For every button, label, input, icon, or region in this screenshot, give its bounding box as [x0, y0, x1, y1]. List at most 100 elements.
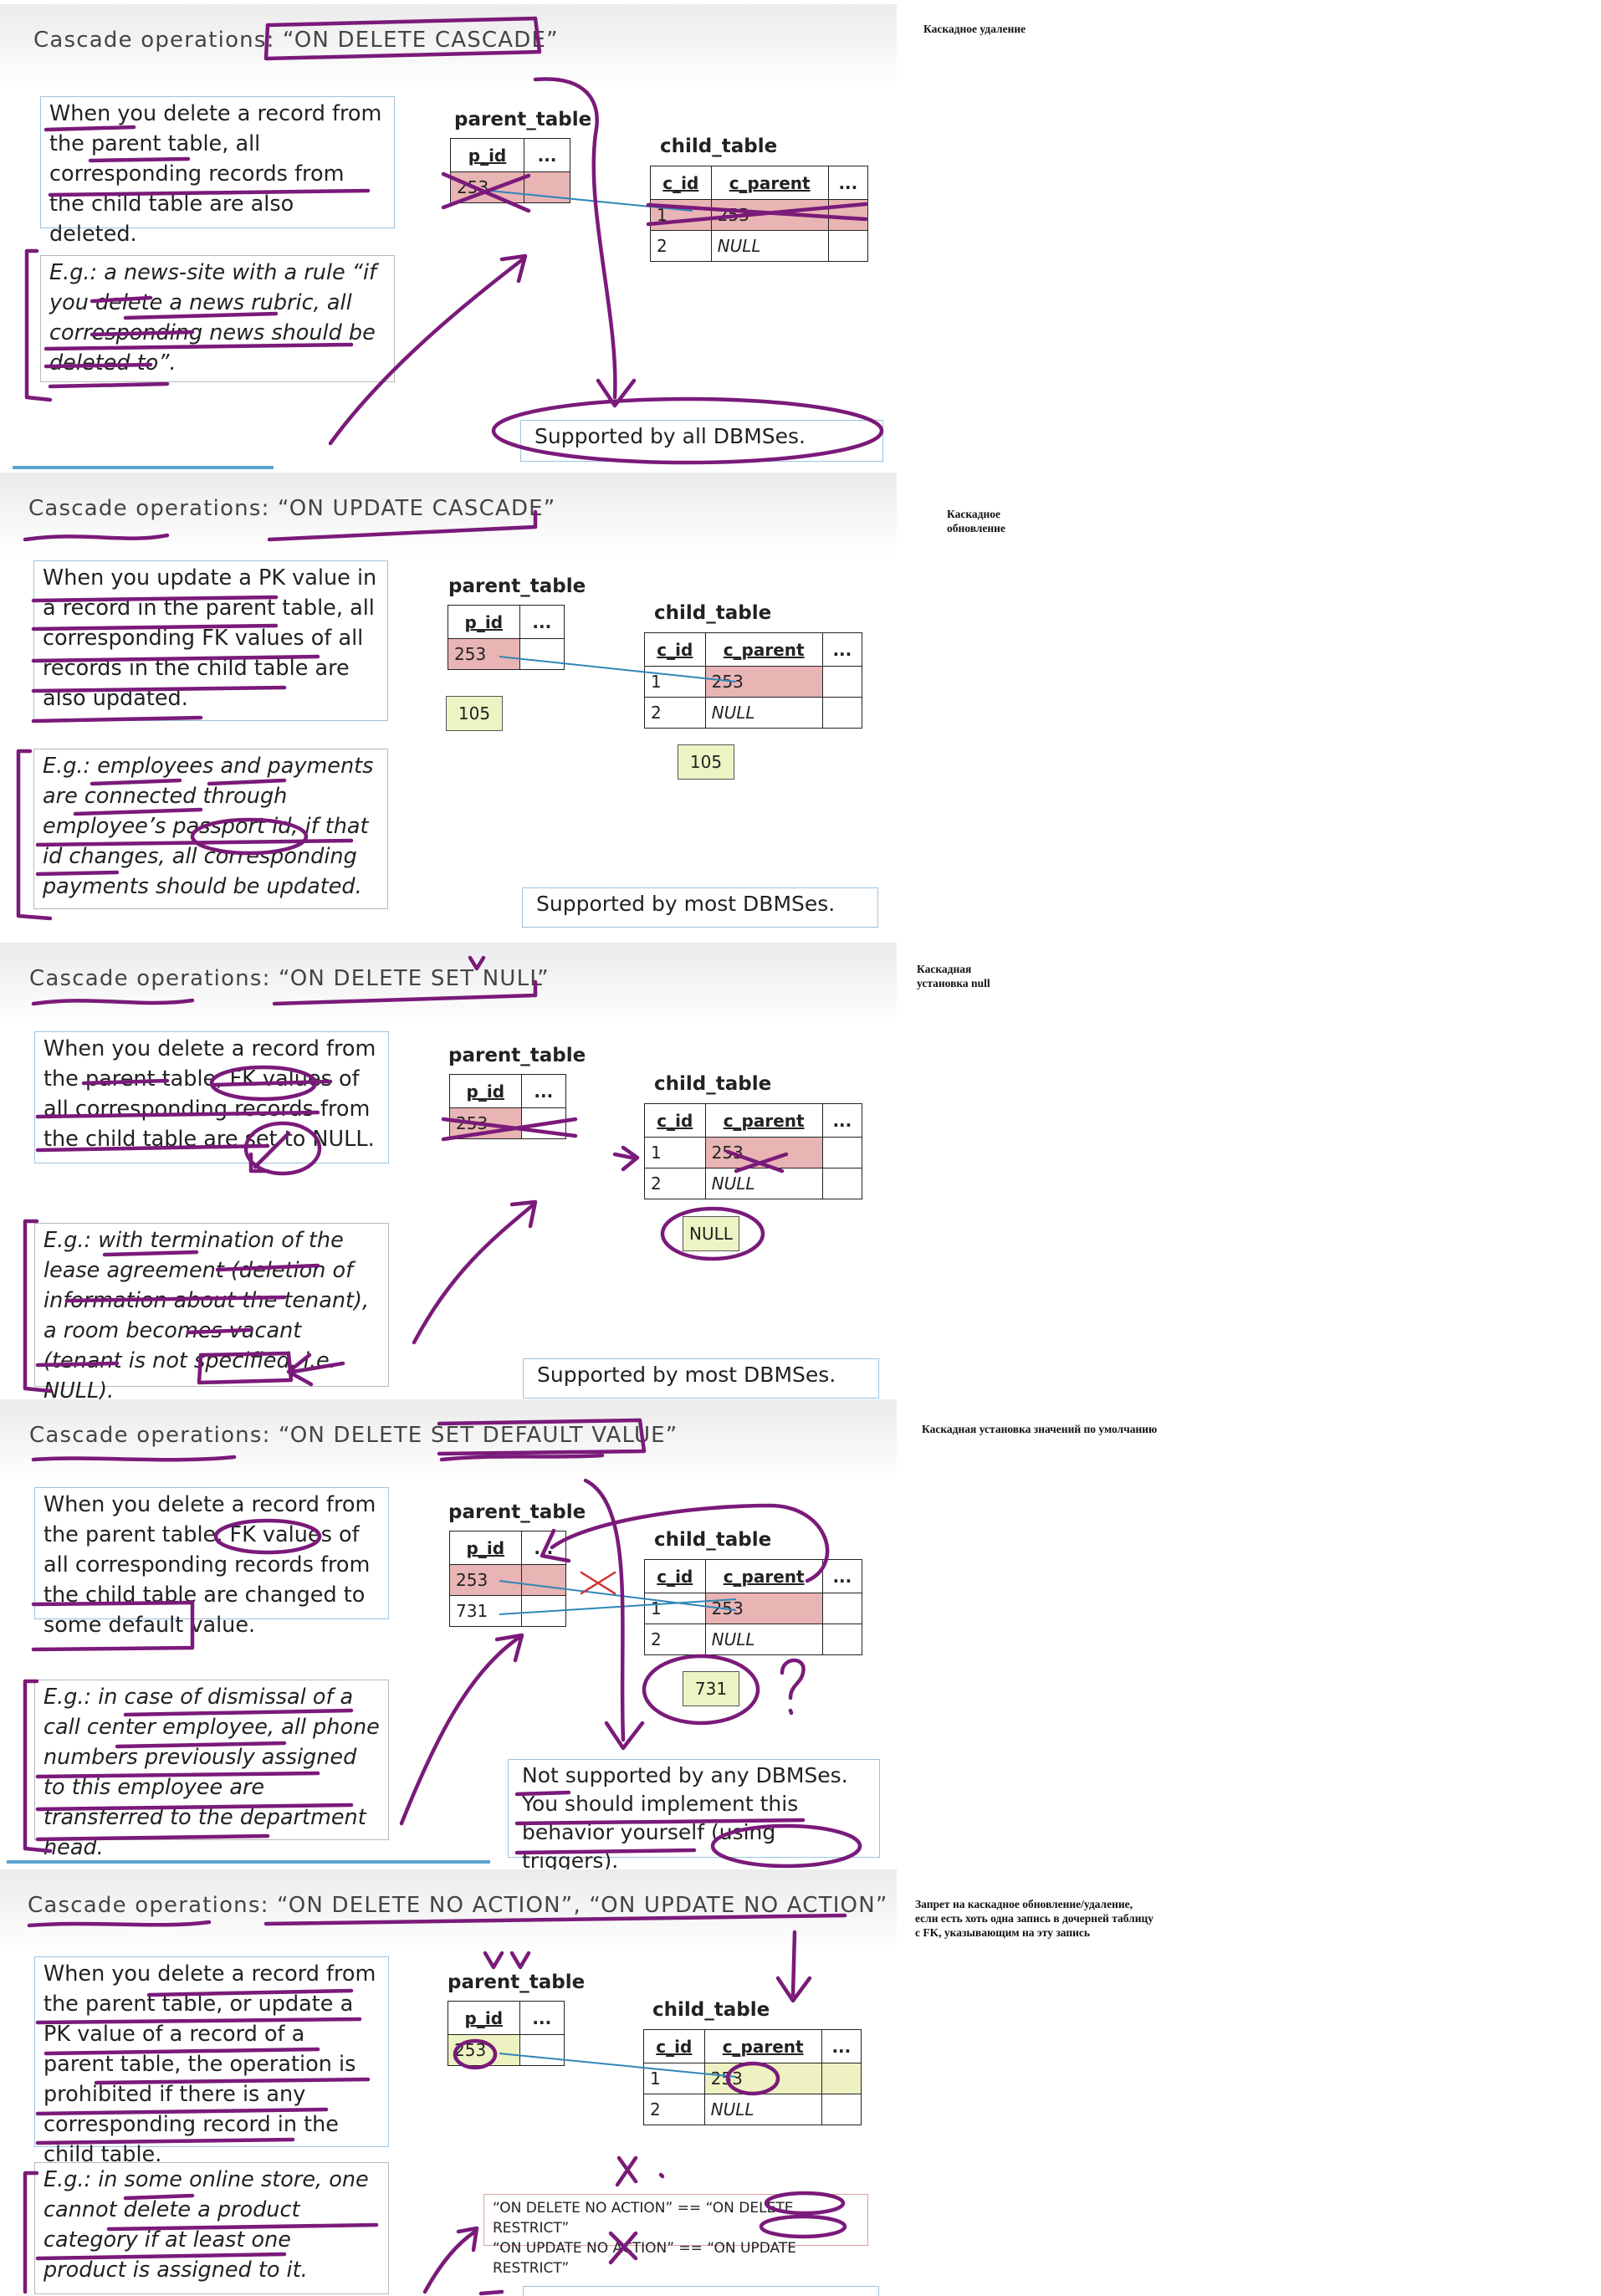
cparent-header: c_parent [704, 632, 823, 667]
progress-line [13, 466, 274, 469]
parent-table-label: parent_table [448, 575, 586, 597]
description-box: When you delete a record from the parent… [34, 1487, 389, 1638]
pid-header: p_id [448, 605, 520, 639]
child-new-value-callout: NULL [683, 1216, 739, 1251]
more-header: ... [519, 605, 565, 639]
child-table-label: child_table [654, 602, 772, 624]
empty-cell [827, 230, 869, 262]
note-delete-cascade: Каскадное удаление [923, 23, 1026, 35]
child-table-label: child_table [654, 1529, 772, 1551]
cid-cell: 1 [643, 2063, 705, 2094]
progress-line [7, 1860, 490, 1864]
cid-cell: 2 [643, 2094, 705, 2125]
child-table-label: child_table [660, 136, 778, 157]
empty-cell [821, 666, 863, 698]
empty-cell [520, 1564, 567, 1596]
parent-table-label: parent_table [448, 1045, 586, 1066]
empty-cell [821, 1593, 863, 1624]
pid-default-cell: 731 [449, 1595, 522, 1627]
description-text: When you delete a record from the parent… [43, 1036, 376, 1152]
child-table-label: child_table [652, 1999, 770, 2021]
empty-cell [519, 2034, 565, 2066]
cid-cell: 2 [644, 1168, 706, 1199]
delete-rule-text: “ON DELETE NO ACTION” == “ON DELETE REST… [493, 2200, 794, 2237]
example-box: E.g.: in case of dismissal of a call cen… [34, 1680, 389, 1860]
pid-cell: 253 [450, 171, 524, 203]
more-header: ... [520, 1074, 567, 1108]
support-text: Supported by most DBMSes. [536, 892, 836, 916]
more-header: ... [821, 1559, 863, 1593]
child-table-label: child_table [654, 1073, 772, 1095]
parent-table-label: parent_table [448, 1501, 586, 1523]
example-box: E.g.: with termination of the lease agre… [34, 1223, 389, 1404]
description-text: When you delete a record from the parent… [43, 1961, 376, 2167]
description-text: When you delete a record from the parent… [43, 1492, 376, 1638]
update-rule-text: “ON UPDATE NO ACTION” == “ON UPDATE REST… [493, 2240, 796, 2277]
parent-table: p_id... 253 [449, 1074, 567, 1139]
empty-cell [524, 171, 570, 203]
fk-cell: NULL [710, 230, 829, 262]
support-text: Supported by most DBMSes. [537, 1363, 836, 1387]
cid-header: c_id [644, 632, 706, 667]
cid-header: c_id [644, 1559, 706, 1593]
support-box: Not supported by any DBMSes. You should … [508, 1759, 880, 1873]
pid-cell: 253 [449, 1107, 522, 1139]
parent-table-label: parent_table [454, 109, 592, 130]
slide-delete-cascade: Cascade operations: “ON DELETE CASCADE” … [0, 4, 897, 470]
note-update-cascade: Каскадное обновление [947, 508, 1005, 534]
parent-new-value-callout: 105 [446, 696, 503, 731]
parent-table: p_id... 253 [448, 605, 565, 670]
slide-delete-set-default: Cascade operations: “ON DELETE SET DEFAU… [0, 1399, 897, 1873]
description-box: When you delete a record from the parent… [34, 1956, 389, 2167]
fk-cell: NULL [704, 1624, 823, 1655]
slide-no-action: Cascade operations: “ON DELETE NO ACTION… [0, 1869, 897, 2296]
fk-cell: 253 [704, 1593, 823, 1624]
more-header: ... [519, 2001, 565, 2035]
empty-cell [520, 1595, 567, 1627]
fk-cell: NULL [703, 2094, 822, 2125]
empty-cell [821, 2094, 862, 2125]
example-text: E.g.: employees and payments are connect… [43, 754, 374, 899]
empty-cell [821, 2063, 862, 2094]
empty-cell [519, 638, 565, 670]
pid-header: p_id [450, 138, 524, 172]
empty-cell [821, 1137, 863, 1168]
example-text: E.g.: with termination of the lease agre… [43, 1228, 370, 1404]
child-new-value-callout: 731 [683, 1671, 739, 1706]
support-box: Supported by all DBMSes. [520, 420, 883, 462]
cid-cell: 1 [644, 1137, 706, 1168]
parent-table: p_id... 253 [448, 2001, 565, 2066]
support-text: Not supported by any DBMSes. You should … [522, 1763, 848, 1873]
pid-header: p_id [449, 1531, 522, 1565]
cid-cell: 1 [644, 1593, 706, 1624]
fk-cell: 253 [704, 666, 823, 698]
fk-cell: 253 [710, 199, 829, 231]
note-no-action: Запрет на каскадное обновление/удаление,… [915, 1898, 1154, 1939]
description-text: When you update a PK value in a record i… [43, 565, 377, 711]
note-set-null: Каскадная установка null [917, 963, 990, 989]
example-box: E.g.: in some online store, one cannot d… [34, 2162, 389, 2294]
support-text: Supported by all DBMSes. [535, 424, 806, 448]
support-box: Supported by most DBMSes. [522, 887, 878, 928]
fk-cell: NULL [704, 697, 823, 729]
cid-cell: 2 [650, 230, 712, 262]
fk-cell: 253 [704, 1137, 823, 1168]
description-box: When you delete a record from the parent… [40, 96, 395, 247]
note-set-default: Каскадная установка значений по умолчани… [922, 1423, 1158, 1435]
parent-table-label: parent_table [448, 1971, 586, 1993]
empty-cell [821, 1624, 863, 1655]
example-box: E.g.: employees and payments are connect… [33, 749, 388, 909]
more-header: ... [524, 138, 570, 172]
fk-cell: 253 [703, 2063, 822, 2094]
example-box: E.g.: a news-site with a rule “if you de… [40, 255, 395, 382]
cparent-header: c_parent [704, 1103, 823, 1138]
child-new-value-callout: 105 [678, 744, 734, 780]
cid-cell: 2 [644, 697, 706, 729]
pid-cell: 253 [449, 1564, 522, 1596]
example-text: E.g.: in case of dismissal of a call cen… [43, 1685, 380, 1860]
